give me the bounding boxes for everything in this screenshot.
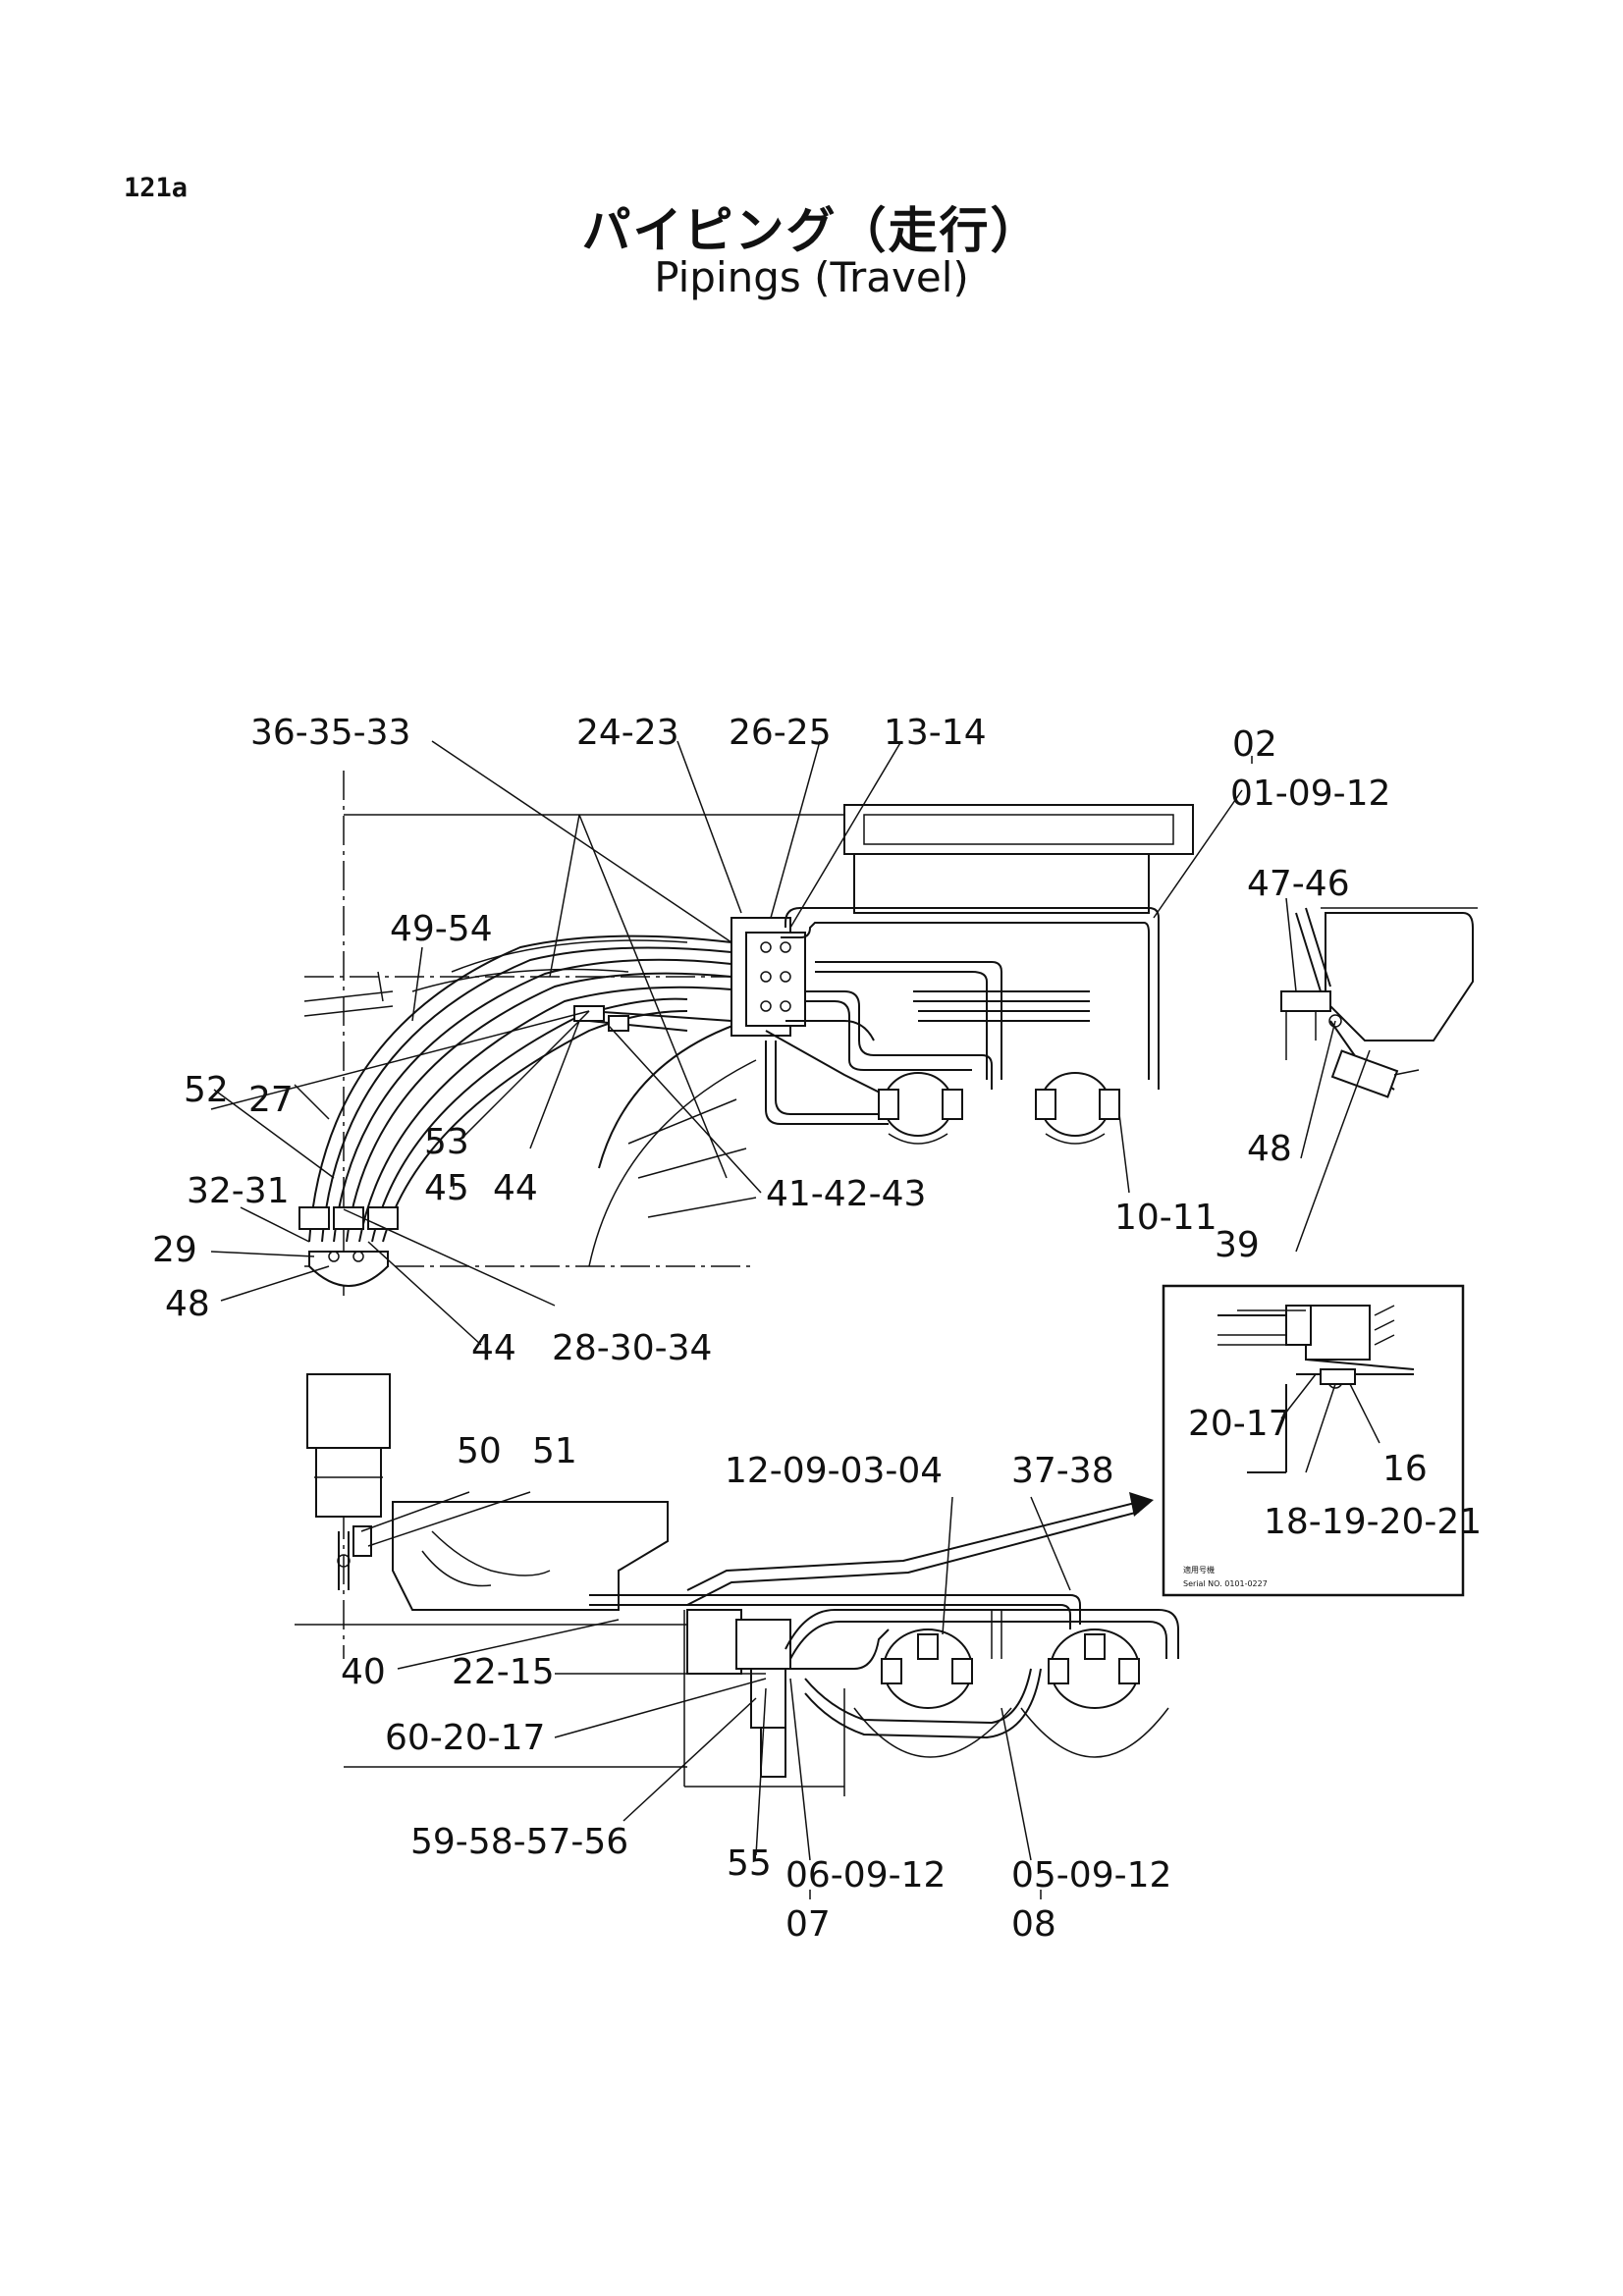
- label-47-46: 47-46: [1247, 864, 1350, 904]
- inset-applicability-note: 適用号機: [1183, 1565, 1215, 1575]
- page-title-english: Pipings (Travel): [654, 253, 969, 301]
- label-27: 27: [248, 1080, 294, 1120]
- lower-assembly-drawing: [295, 1373, 1179, 1796]
- label-50: 50: [457, 1431, 502, 1471]
- label-40: 40: [341, 1652, 386, 1692]
- upper-assembly-drawing: [298, 771, 1194, 1296]
- label-22-15: 22-15: [452, 1652, 555, 1692]
- label-28-30-34: 28-30-34: [552, 1328, 712, 1368]
- label-26-25: 26-25: [729, 713, 832, 753]
- label-39: 39: [1215, 1225, 1260, 1265]
- label-01-09-12: 01-09-12: [1230, 774, 1390, 814]
- label-24-23: 24-23: [576, 713, 679, 753]
- label-55: 55: [727, 1843, 772, 1884]
- part-labels: 36-35-33 24-23 26-25 13-14 02 01-09-12 4…: [152, 713, 1482, 1945]
- label-07: 07: [785, 1904, 831, 1945]
- label-08: 08: [1011, 1904, 1056, 1945]
- label-05-09-12: 05-09-12: [1011, 1855, 1171, 1896]
- leader-lines: [210, 740, 1380, 1899]
- label-16: 16: [1382, 1449, 1428, 1489]
- label-48-side: 48: [1247, 1129, 1292, 1169]
- label-52: 52: [184, 1070, 229, 1110]
- label-41-42-43: 41-42-43: [766, 1174, 926, 1214]
- label-12-09-03-04: 12-09-03-04: [725, 1451, 943, 1491]
- label-29: 29: [152, 1230, 197, 1270]
- label-44-lower: 44: [471, 1328, 516, 1368]
- page-number: 121a: [124, 173, 189, 203]
- label-06-09-12: 06-09-12: [785, 1855, 946, 1896]
- label-45: 45: [424, 1168, 469, 1208]
- label-60-20-17: 60-20-17: [385, 1718, 545, 1758]
- page-title-japanese: パイピング（走行）: [581, 202, 1042, 259]
- label-49-54: 49-54: [390, 909, 493, 949]
- label-13-14: 13-14: [884, 713, 987, 753]
- label-32-31: 32-31: [187, 1171, 290, 1211]
- label-51: 51: [532, 1431, 577, 1471]
- label-44-upper: 44: [493, 1168, 538, 1208]
- inset-detail-box: 適用号機 Serial NO. 0101-0227: [1162, 1284, 1465, 1597]
- inset-serial-range: Serial NO. 0101-0227: [1183, 1579, 1268, 1588]
- label-53: 53: [424, 1122, 469, 1162]
- label-37-38: 37-38: [1011, 1451, 1114, 1491]
- label-20-17: 20-17: [1188, 1404, 1291, 1444]
- label-59-58-57-56: 59-58-57-56: [410, 1822, 628, 1862]
- label-36-35-33: 36-35-33: [250, 713, 410, 753]
- label-48-lower: 48: [165, 1284, 210, 1324]
- label-18-19-20-21: 18-19-20-21: [1264, 1502, 1482, 1542]
- label-02: 02: [1232, 724, 1277, 765]
- label-10-11: 10-11: [1114, 1198, 1217, 1238]
- side-detail-drawing: [1280, 907, 1478, 1098]
